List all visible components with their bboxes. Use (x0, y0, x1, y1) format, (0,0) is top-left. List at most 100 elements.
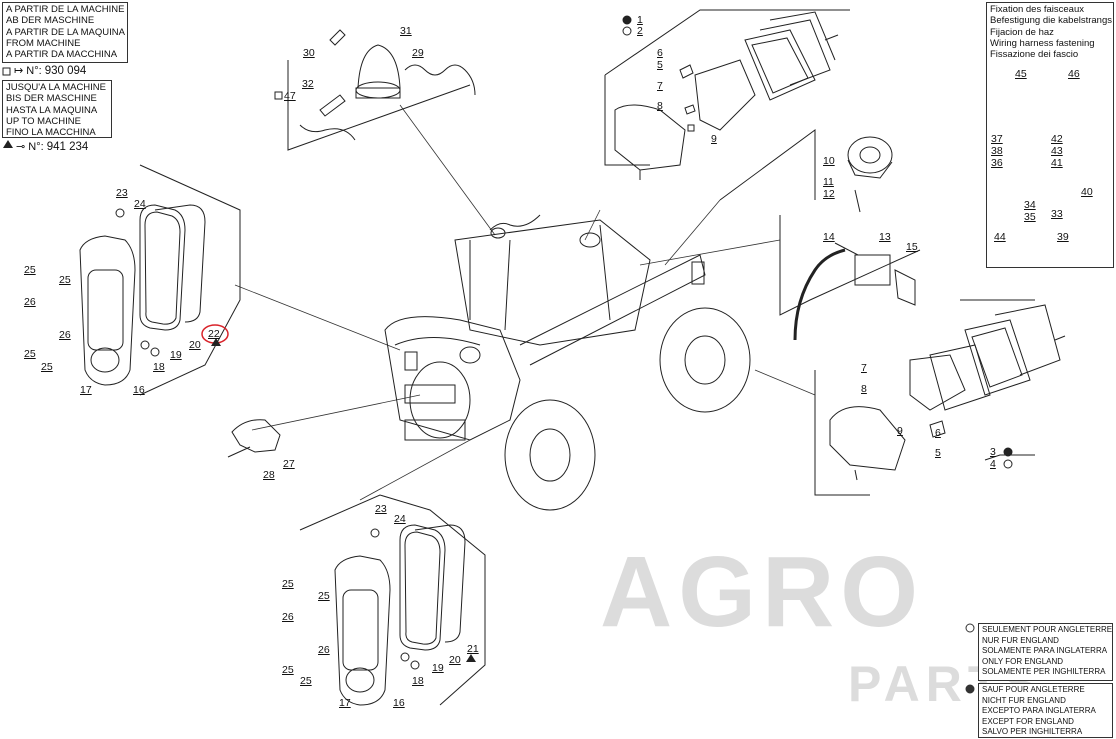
up-to-machine-box: JUSQU'A LA MACHINE BIS DER MASCHINE HAST… (2, 80, 112, 138)
callout-40: 40 (1081, 186, 1093, 198)
callout-17b: 17 (339, 697, 351, 709)
england-only-line: SEULEMENT POUR ANGLETERRE (982, 625, 1113, 634)
callout-17: 17 (80, 384, 92, 396)
from-machine-line: A PARTIR DE LA MAQUINA (6, 26, 125, 38)
harness-line: Fixation des faisceaux (990, 4, 1084, 15)
callout-25b: 25 (318, 590, 330, 602)
callout-45: 45 (1015, 68, 1027, 80)
sensor-drawing (793, 242, 916, 341)
callout-5: 5 (657, 59, 663, 71)
frame-work-light-right (814, 370, 870, 496)
up-to-machine-line: HASTA LA MAQUINA (6, 104, 98, 116)
frame-sensor (779, 215, 921, 316)
except-england-line: SALVO PER INGHILTERRA (982, 727, 1083, 736)
callout-25: 25 (59, 274, 71, 286)
callout-20b: 20 (449, 654, 461, 666)
callout-25: 25 (24, 264, 36, 276)
up-to-machine-line: BIS DER MASCHINE (6, 93, 97, 105)
work-light-right-drawing (829, 304, 1066, 481)
callout-41: 41 (1051, 157, 1063, 169)
legend-filled-circle (965, 684, 975, 694)
callout-7b: 7 (861, 362, 867, 374)
callout-24b: 24 (394, 513, 406, 525)
from-machine-line: AB DER MASCHINE (6, 15, 95, 27)
from-machine-line: A PARTIR DA MACCHINA (6, 49, 118, 61)
legend-open-circle (965, 623, 975, 633)
callout-38: 38 (991, 145, 1003, 157)
callout-6b: 6 (935, 427, 941, 439)
watermark-line1: AGRO (600, 536, 924, 648)
leader-lines (234, 104, 816, 501)
except-england-line: EXCEPTO PARA INGLATERRA (982, 706, 1096, 715)
callout-43: 43 (1051, 145, 1063, 157)
frame-horn (719, 129, 816, 201)
rear-lamp-upper-drawing (79, 204, 206, 386)
up-to-machine-line: FINO LA MACCHINA (6, 127, 96, 139)
callout-46: 46 (1068, 68, 1080, 80)
callout-13: 13 (879, 231, 891, 243)
from-machine-box: A PARTIR DE LA MACHINE AB DER MASCHINE A… (2, 2, 128, 63)
callout-23: 23 (116, 187, 128, 199)
frame-work-light-top (604, 9, 850, 76)
frame-rear-lamp-lower (299, 494, 486, 706)
from-machine-line: A PARTIR DE LA MACHINE (6, 4, 125, 15)
callout-27: 27 (283, 458, 295, 470)
callout-42: 42 (1051, 133, 1063, 145)
callout-44: 44 (994, 231, 1006, 243)
frame-rear-lamp-upper (139, 164, 241, 396)
from-machine-serial: ↦ N°: 930 094 (14, 65, 87, 77)
callout-33: 33 (1051, 208, 1063, 220)
england-only-box: SEULEMENT POUR ANGLETERRE NUR FUR ENGLAN… (978, 623, 1113, 681)
up-to-machine-line: UP TO MACHINE (6, 115, 81, 127)
callout-14: 14 (823, 231, 835, 243)
work-light-top-drawing (614, 11, 839, 180)
up-to-machine-line: JUSQU'A LA MACHINE (6, 82, 107, 93)
callout-19b: 19 (432, 662, 444, 674)
callout-8b: 8 (861, 383, 867, 395)
up-to-machine-serial: ⊸ N°: 941 234 (16, 141, 89, 153)
callout-29: 29 (412, 47, 424, 59)
telehandler-drawing (384, 214, 751, 511)
england-only-line: ONLY FOR ENGLAND (982, 656, 1064, 666)
callout-8: 8 (657, 100, 663, 112)
callout-11: 11 (823, 176, 834, 188)
harness-fastening-box: Fixation des faisceaux Befestigung die k… (986, 2, 1114, 268)
callout-30: 30 (303, 47, 315, 59)
except-england-line: SAUF POUR ANGLETERRE (982, 685, 1085, 694)
callout-16: 16 (133, 384, 145, 396)
callout-15: 15 (906, 241, 918, 253)
callout-35: 35 (1024, 211, 1036, 223)
callout-26b: 26 (282, 611, 294, 623)
callout-34: 34 (1024, 199, 1036, 211)
frame-beacon (287, 60, 471, 151)
callout-21: 21 (467, 643, 479, 655)
callout-28: 28 (263, 469, 275, 481)
harness-line: Fissazione dei fascio (990, 49, 1079, 61)
callout-2: 2 (637, 25, 643, 37)
except-england-box: SAUF POUR ANGLETERRE NICHT FUR ENGLAND E… (978, 683, 1113, 738)
callout-18: 18 (153, 361, 165, 373)
callout-16b: 16 (393, 697, 405, 709)
england-only-line: SOLAMENTE PARA INGLATERRA (982, 646, 1108, 655)
harness-line: Befestigung die kabelstrangs (990, 15, 1112, 27)
callout-31: 31 (400, 25, 412, 37)
callout-4: 4 (990, 458, 996, 470)
callout-37: 37 (991, 133, 1003, 145)
callout-23b: 23 (375, 503, 387, 515)
callout-25: 25 (41, 361, 53, 373)
england-only-line: NUR FUR ENGLAND (982, 635, 1059, 645)
callout-26: 26 (59, 329, 71, 341)
callout-9: 9 (711, 133, 717, 145)
arrow-icon: ↦ (14, 65, 27, 77)
beacon-drawing (299, 29, 476, 141)
callout-26b: 26 (318, 644, 330, 656)
callout-39: 39 (1057, 231, 1069, 243)
rear-lamp-lower-drawing (334, 524, 466, 706)
harness-line: Wiring harness fastening (990, 37, 1095, 49)
callout-22: 22 (208, 328, 220, 340)
except-england-line: NICHT FUR ENGLAND (982, 695, 1066, 705)
callout-3: 3 (990, 446, 996, 458)
harness-line: Fijacion de haz (990, 26, 1054, 38)
callout-9b: 9 (897, 425, 903, 437)
